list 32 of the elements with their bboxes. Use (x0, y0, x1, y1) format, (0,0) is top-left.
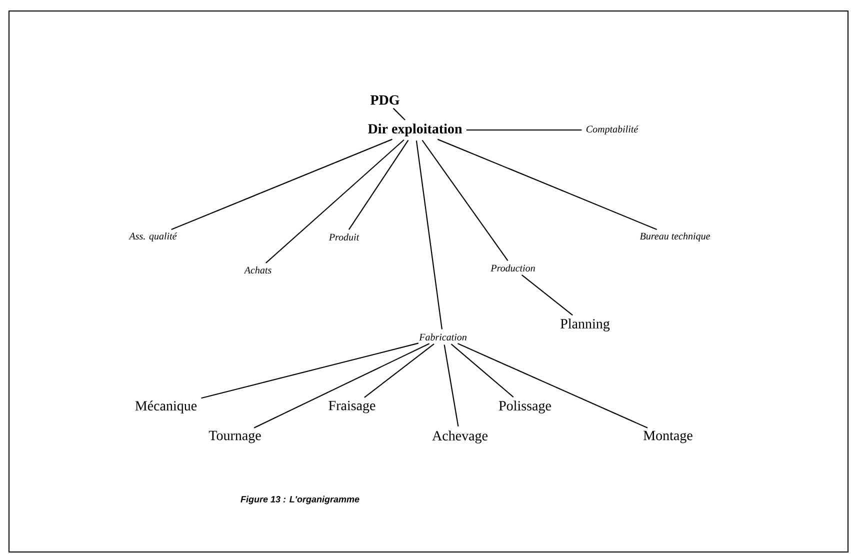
department-label: Bureau technique (640, 232, 710, 242)
unit-label: Achevage (432, 430, 488, 444)
connector-line (364, 344, 434, 398)
unit-label: Fraisage (328, 400, 376, 414)
connector-line (392, 108, 406, 120)
connector-line (416, 140, 442, 330)
connector-line (450, 344, 514, 398)
connector-line (444, 344, 459, 427)
connector-line (254, 343, 430, 428)
caption: Figure 13 : L'organigramme (240, 496, 360, 504)
department-label: Ass. qualité (128, 232, 178, 242)
department-label: Production (490, 264, 535, 272)
department-label: Produit (328, 233, 360, 241)
connector-line (171, 138, 392, 230)
unit-label: Tournage (208, 430, 261, 444)
unit-label: Polissage (498, 400, 551, 414)
unit-label: Planning (560, 318, 610, 332)
department-label: Fabrication (419, 333, 466, 341)
connector-line (457, 343, 648, 428)
unit-label: Mécanique (135, 400, 197, 414)
connector-line (521, 274, 573, 316)
title-label: PDG (370, 95, 400, 105)
connector-line (266, 139, 404, 264)
unit-label: Montage (644, 430, 692, 444)
connector-line (201, 342, 419, 399)
title-label: Dir exploitation (368, 124, 462, 136)
department-label: Achats (244, 266, 272, 274)
connector-line (437, 138, 658, 230)
department-label: Comptabilité (586, 125, 638, 135)
connector-line (466, 129, 582, 131)
connector-line (348, 140, 409, 230)
connector-line (422, 140, 508, 261)
